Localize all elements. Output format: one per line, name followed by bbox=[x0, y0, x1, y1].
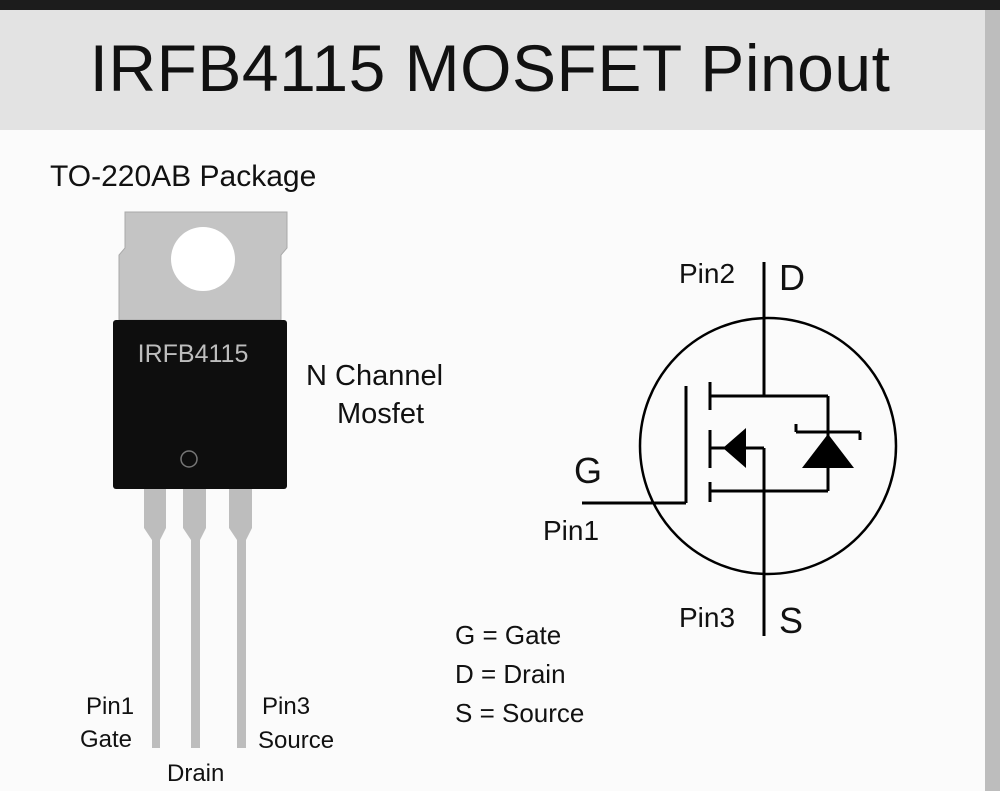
package-label: TO-220AB Package bbox=[50, 160, 317, 193]
mounting-hole bbox=[171, 227, 235, 291]
mosfet-symbol bbox=[582, 262, 898, 636]
legend-gate: G = Gate bbox=[455, 620, 562, 650]
leg-label-pin1: Pin1 bbox=[86, 693, 135, 720]
to220-package: IRFB4115 bbox=[113, 211, 288, 748]
lead-pin3 bbox=[229, 489, 252, 748]
top-bar bbox=[0, 0, 1000, 10]
diode-triangle-icon bbox=[802, 434, 854, 468]
leg-label-drain: Drain bbox=[167, 760, 225, 787]
leg-label-source: Source bbox=[258, 727, 335, 754]
channel-label-line1: N Channel bbox=[306, 360, 444, 392]
symbol-label-pin1: Pin1 bbox=[543, 515, 600, 546]
symbol-label-s: S bbox=[779, 600, 804, 641]
logo-mark-icon bbox=[180, 450, 198, 468]
symbol-circle bbox=[638, 316, 898, 576]
symbol-label-pin3: Pin3 bbox=[679, 602, 736, 633]
page-title: IRFB4115 MOSFET Pinout bbox=[89, 31, 891, 105]
symbol-label-pin2: Pin2 bbox=[679, 258, 736, 289]
channel-label-line2: Mosfet bbox=[337, 398, 425, 430]
legend-drain: D = Drain bbox=[455, 659, 566, 689]
legend-source: S = Source bbox=[455, 698, 585, 728]
lead-pin2 bbox=[183, 489, 206, 748]
title-band bbox=[0, 10, 1000, 130]
symbol-label-g: G bbox=[574, 450, 603, 491]
symbol-label-d: D bbox=[779, 257, 805, 298]
package-body bbox=[113, 320, 287, 489]
right-edge bbox=[985, 10, 1000, 791]
leg-label-gate: Gate bbox=[80, 726, 133, 753]
body-arrow-icon bbox=[723, 428, 746, 468]
leg-label-pin3: Pin3 bbox=[262, 693, 311, 720]
lead-pin1 bbox=[144, 489, 166, 748]
part-marking: IRFB4115 bbox=[138, 340, 249, 368]
